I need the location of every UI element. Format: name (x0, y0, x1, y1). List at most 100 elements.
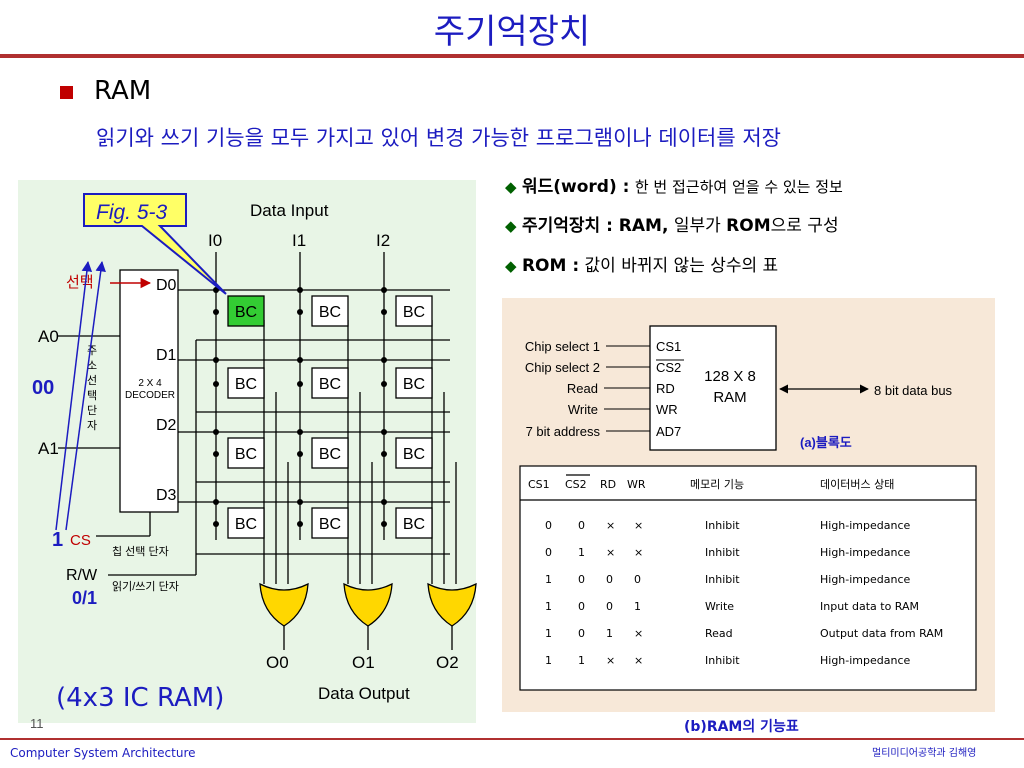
bc-label: BC (403, 516, 425, 533)
pin-rd: RD (656, 381, 675, 396)
address-value: 00 (32, 377, 54, 399)
or-gate-2 (427, 582, 477, 627)
table-cell: Inhibit (705, 573, 740, 586)
slide-title: 주기억장치 (433, 12, 591, 52)
or-gates (259, 582, 477, 627)
address-a0-label: A0 (38, 327, 59, 346)
data-bus-label: 8 bit data bus (874, 383, 953, 398)
bc-label: BC (403, 446, 425, 463)
decoder-d0-label: D0 (156, 277, 177, 294)
cs-value: 1 (52, 529, 63, 551)
blue-arrow-address (65, 260, 106, 531)
definition-desc: 한 번 접근하여 얻을 수 있는 정보 (634, 178, 843, 196)
address-terminal-char: 자 (87, 419, 97, 432)
chip-name-line1: 128 X 8 (704, 368, 756, 385)
address-terminal-char: 택 (87, 389, 97, 402)
diamond-bullet-icon: ◆ (505, 257, 517, 275)
diamond-bullet-icon: ◆ (505, 178, 517, 196)
table-cell: High-impedance (820, 654, 911, 667)
pin-cs2: CS2 (656, 360, 681, 375)
bc-label: BC (319, 376, 341, 393)
definition-rom: ◆ ROM : 값이 바뀌지 않는 상수의 표 (505, 251, 778, 276)
table-cell: 1 (545, 600, 552, 613)
rw-pin-label: R/W (66, 567, 98, 584)
rw-value: 0/1 (72, 588, 97, 608)
decoder-d3-label: D3 (156, 487, 177, 504)
address-terminal-char: 주 (87, 344, 97, 357)
table-cell: Read (705, 627, 733, 640)
table-cell: 0 (606, 573, 613, 586)
output-o1-label: O1 (352, 653, 375, 672)
output-o2-label: O2 (436, 653, 459, 672)
bc-label: BC (319, 446, 341, 463)
bullet-square-icon (60, 86, 73, 99)
table-cell: High-impedance (820, 573, 911, 586)
write-label: Write (568, 402, 598, 417)
bc-cell-grid: BC BC BC BC BC BC BC BC BC BC BC BC (227, 295, 433, 539)
table-cell: 0 (545, 546, 552, 559)
pin-wr: WR (656, 402, 678, 417)
table-cell: Output data from RAM (820, 627, 943, 640)
table-cell: 1 (578, 654, 585, 667)
table-cell: 0 (545, 519, 552, 532)
bc-label: BC (403, 304, 425, 321)
table-cell: 0 (578, 519, 585, 532)
table-header-cell: CS2 (565, 478, 587, 491)
footer-author: 멀티미디어공학과 김해영 (872, 748, 977, 759)
junction-dots (213, 287, 387, 527)
rw-terminal-label: 읽기/쓰기 단자 (112, 580, 179, 593)
bc-cell-r2c2 (395, 437, 433, 469)
section-subtitle: 읽기와 쓰기 기능을 모두 가지고 있어 변경 가능한 프로그램이나 데이터를 … (96, 126, 781, 150)
data-output-label: Data Output (318, 684, 410, 703)
bc-cell-r0c0 (227, 295, 265, 327)
table-cell: 1 (545, 573, 552, 586)
output-o0-label: O0 (266, 653, 289, 672)
blue-arrow-cs (55, 260, 93, 531)
fig-label: Fig. 5-3 (96, 201, 168, 224)
chip-select-terminal-label: 칩 선택 단자 (112, 545, 169, 558)
decoder-d2-label: D2 (156, 417, 177, 434)
table-header-cell: CS1 (528, 478, 550, 491)
footer-course: Computer System Architecture (10, 746, 196, 760)
chip-input-lines (604, 345, 684, 432)
table-cell: High-impedance (820, 546, 911, 559)
bc-cell-r1c1 (311, 367, 349, 399)
table-cell: Inhibit (705, 654, 740, 667)
bc-label: BC (319, 516, 341, 533)
decoder-box (119, 269, 179, 513)
bc-cell-r1c0 (227, 367, 265, 399)
input-i1-label: I1 (292, 231, 306, 250)
definition-desc: 값이 바뀌지 않는 상수의 표 (584, 256, 779, 276)
bc-cell-r0c2 (395, 295, 433, 327)
bc-label: BC (403, 376, 425, 393)
footer-divider (0, 738, 1024, 740)
chip-select-1-label: Chip select 1 (525, 339, 600, 354)
table-header-cell: 메모리 기능 (690, 478, 744, 491)
or-gate-1 (343, 582, 393, 627)
bc-cell-r3c1 (311, 507, 349, 539)
function-table-caption: (b)RAM의 기능표 (684, 719, 799, 735)
bc-cell-r3c2 (395, 507, 433, 539)
address-a1-label: A1 (38, 439, 59, 458)
table-cell: 1 (578, 546, 585, 559)
input-i2-label: I2 (376, 231, 390, 250)
decoder-name-2: DECODER (125, 390, 175, 401)
bc-cell-r0c1 (311, 295, 349, 327)
decoder-name: 2 X 4 (138, 378, 162, 389)
definition-word: ◆ 워드(word) : 한 번 접근하여 얻을 수 있는 정보 (505, 172, 843, 197)
address-terminal-char: 단 (87, 404, 97, 417)
table-cell: 1 (634, 600, 641, 613)
definition-desc2: 으로 구성 (770, 216, 839, 236)
section-label: RAM (94, 76, 152, 106)
table-cell: × (634, 654, 643, 667)
table-header-cell: RD (600, 478, 616, 491)
page-number: 11 (30, 716, 44, 731)
